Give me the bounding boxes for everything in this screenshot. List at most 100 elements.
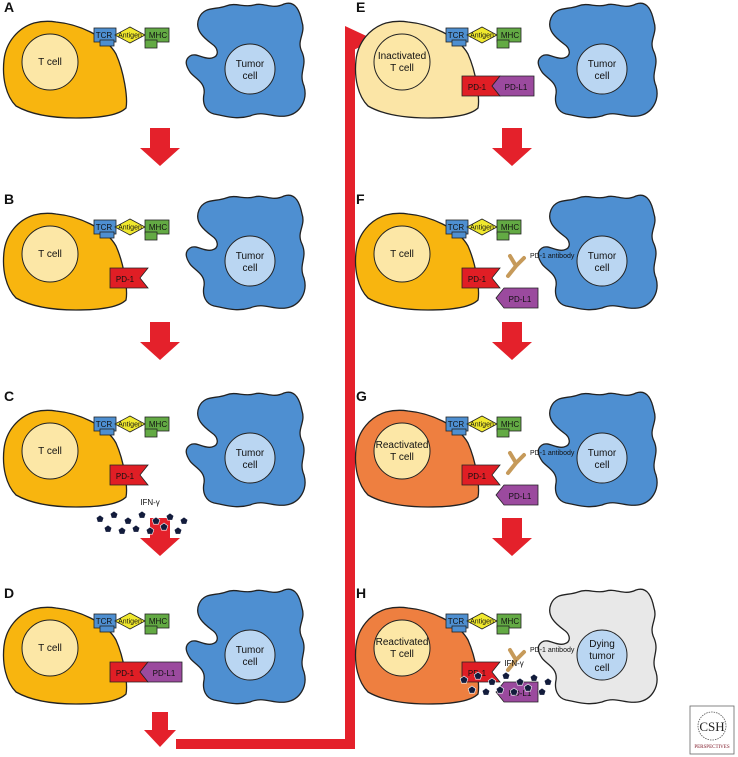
tumor-cell-label: cell xyxy=(242,71,257,82)
tumor-nucleus xyxy=(224,43,276,95)
mhc-label: MHC xyxy=(149,617,167,626)
pdl1-ligand: PD-L1 xyxy=(495,484,539,506)
pdl1-shape xyxy=(139,661,183,683)
t-cell-nucleus xyxy=(373,33,431,91)
antigen-label: Antigen xyxy=(118,619,142,626)
antibody-label: PD-1 antibody xyxy=(530,647,575,654)
t-cell-label: T cell xyxy=(390,452,414,463)
antigen-label: Antigen xyxy=(470,422,494,429)
tcr-label: TCR xyxy=(96,223,113,232)
pd1-shape xyxy=(109,267,149,289)
mhc-label: MHC xyxy=(149,31,167,40)
tumor-cell-label: Dying xyxy=(589,639,615,650)
t-cell-nucleus xyxy=(21,619,79,677)
t-cell-label: T cell xyxy=(38,57,62,68)
antibody-y xyxy=(506,648,526,672)
ifn-molecule-icon xyxy=(481,687,491,696)
ifn-molecule-icon xyxy=(501,671,511,680)
tumor-cell-label: cell xyxy=(594,663,609,674)
down-arrow-icon xyxy=(140,518,180,556)
tumor-nucleus xyxy=(576,235,628,287)
mhc-label: MHC xyxy=(501,617,519,626)
t-cell-label: T cell xyxy=(38,643,62,654)
ifn-molecule-icon xyxy=(103,524,113,533)
t-cell-label: T cell xyxy=(390,649,414,660)
tumor-cell-label: cell xyxy=(242,460,257,471)
pdl1-label: PD-L1 xyxy=(505,83,528,92)
ifn-label: IFN-γ xyxy=(504,659,524,668)
logo-helix-icon xyxy=(697,711,727,741)
pdl1-ligand: PD-L1 xyxy=(139,661,183,683)
t-cell-nucleus xyxy=(373,619,431,677)
antibody-y xyxy=(506,451,526,475)
tcr-stem xyxy=(451,625,467,633)
tumor-nucleus xyxy=(224,432,276,484)
tcr-label: TCR xyxy=(96,31,113,40)
mhc-stem xyxy=(144,39,158,49)
mhc-stem xyxy=(144,625,158,635)
antigen-label: Antigen xyxy=(118,225,142,232)
ifn-molecule-icon xyxy=(543,677,553,686)
logo-main-text: CSH xyxy=(699,719,724,734)
pdl1-shape xyxy=(495,287,539,309)
pdl1-label: PD-L1 xyxy=(509,295,532,304)
pd1-receptor: PD-1 xyxy=(109,267,149,289)
tcr-stem xyxy=(99,231,115,239)
mhc-label: MHC xyxy=(501,223,519,232)
tumor-cell-label: cell xyxy=(594,263,609,274)
t-cell: T cell xyxy=(2,606,128,705)
pdl1-shape xyxy=(491,75,535,97)
antibody-y xyxy=(506,254,526,278)
tumor-cell-label: cell xyxy=(242,263,257,274)
ifn-molecule-icon xyxy=(117,526,127,535)
antigen-label: Antigen xyxy=(118,33,142,40)
tumor-nucleus xyxy=(224,235,276,287)
tcr-label: TCR xyxy=(96,617,113,626)
t-cell: T cell xyxy=(2,409,128,508)
t-cell-label: T cell xyxy=(390,63,414,74)
t-cell-label: Reactivated xyxy=(376,440,429,451)
tumor-cell-label: Tumor xyxy=(588,251,617,262)
tcr-label: TCR xyxy=(448,223,465,232)
t-cell: T cell xyxy=(2,212,128,311)
tcr-stem xyxy=(451,231,467,239)
pd1-label: PD-1 xyxy=(116,275,135,284)
tcr-stem xyxy=(99,625,115,633)
tcr-antigen-mhc-complex: TCR Antigen MHC xyxy=(93,612,170,635)
antigen-label: Antigen xyxy=(470,225,494,232)
tcr-label: TCR xyxy=(448,617,465,626)
tumor-nucleus xyxy=(576,629,628,681)
panel-label: E xyxy=(356,0,365,15)
t-cell-label: T cell xyxy=(38,249,62,260)
antibody-label: PD-1 antibody xyxy=(530,450,575,457)
pd1-shape xyxy=(461,464,501,486)
ifn-molecule-icon xyxy=(123,516,133,525)
tumor-cell-label: Tumor xyxy=(588,59,617,70)
tumor-nucleus xyxy=(224,629,276,681)
pd1-antibody-icon: PD-1 antibody xyxy=(506,253,575,278)
tumor-cell-label: tumor xyxy=(589,651,615,662)
pdl1-ligand: PD-L1 xyxy=(495,287,539,309)
mhc-stem xyxy=(496,231,510,241)
t-cell-nucleus xyxy=(373,422,431,480)
ifn-label: IFN-γ xyxy=(140,498,160,507)
antibody-label: PD-1 antibody xyxy=(530,253,575,260)
t-cell-nucleus xyxy=(21,225,79,283)
arrows-layer xyxy=(140,26,532,749)
mhc-label: MHC xyxy=(149,223,167,232)
antigen-label: Antigen xyxy=(118,422,142,429)
pd1-label: PD-1 xyxy=(116,472,135,481)
